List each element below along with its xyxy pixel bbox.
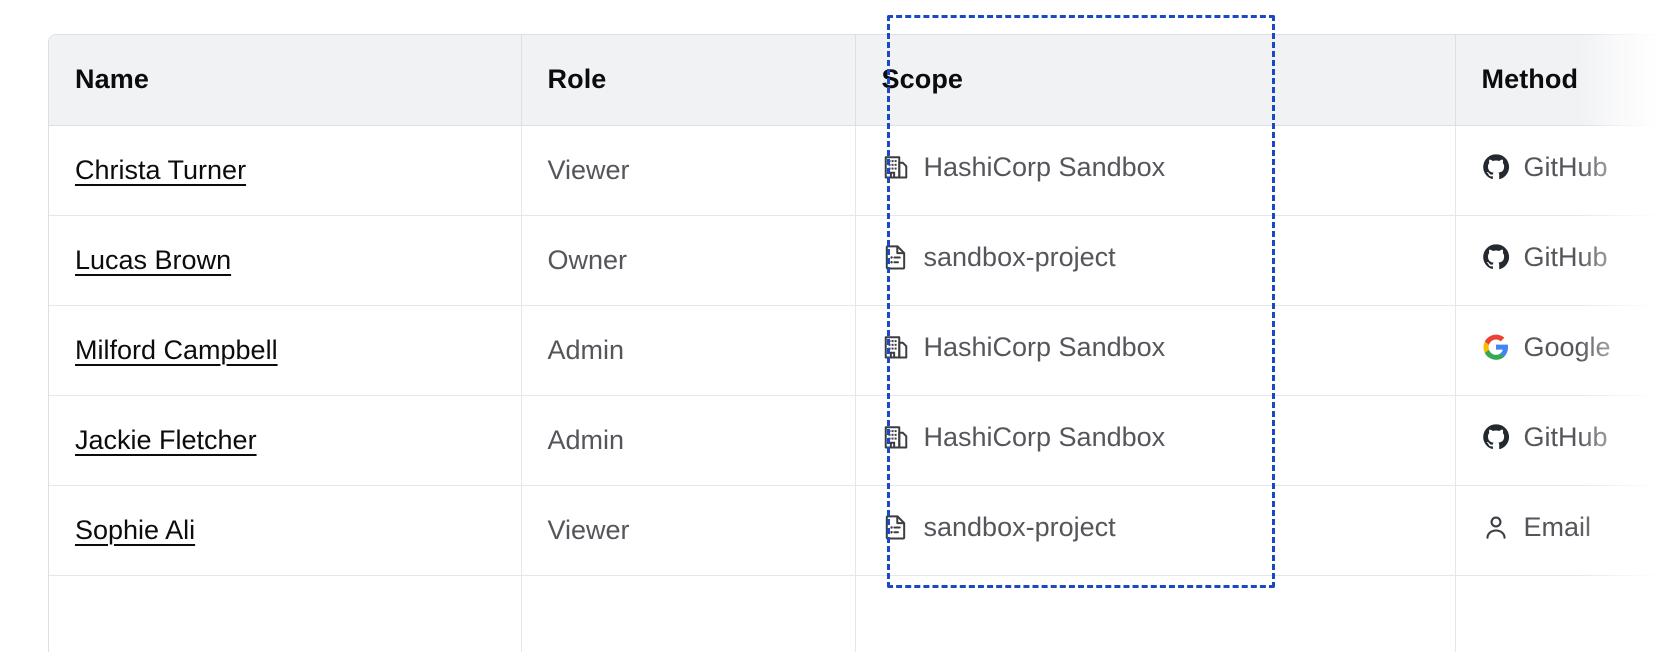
cell-role: Admin: [521, 395, 856, 486]
github-icon: [1482, 243, 1510, 271]
table-row[interactable]: Lucas Brown Owner sandbox-project GitHub: [49, 215, 1672, 306]
user-name-link[interactable]: Sophie Ali: [75, 514, 196, 545]
cell-method: GitHub: [1455, 125, 1672, 216]
method-label: Email: [1523, 511, 1592, 542]
column-header-scope[interactable]: Scope: [855, 35, 1456, 126]
user-name-link[interactable]: Christa Turner: [75, 154, 247, 185]
cell-scope: sandbox-project: [855, 485, 1456, 576]
cell-role: Admin: [521, 305, 856, 396]
scope-label: HashiCorp Sandbox: [923, 151, 1166, 182]
table-row[interactable]: [49, 575, 1672, 652]
table-row[interactable]: Christa Turner Viewer HashiCorp Sandbox Git…: [49, 125, 1672, 216]
table-header: Name Role Scope Method: [49, 35, 1672, 126]
cell-scope: HashiCorp Sandbox: [855, 395, 1456, 486]
user-person-icon: [1482, 513, 1510, 541]
cell-role: [521, 575, 856, 652]
cell-name: Christa Turner: [49, 125, 522, 216]
scope-label: HashiCorp Sandbox: [923, 421, 1166, 452]
org-building-icon: [882, 153, 910, 181]
scope-label: sandbox-project: [923, 241, 1116, 272]
cell-scope: sandbox-project: [855, 215, 1456, 306]
column-header-role[interactable]: Role: [521, 35, 856, 126]
cell-scope: HashiCorp Sandbox: [855, 305, 1456, 396]
table-row[interactable]: Jackie Fletcher Admin HashiCorp Sandbox Git…: [49, 395, 1672, 486]
cell-role: Viewer: [521, 125, 856, 216]
cell-method: GitHub: [1455, 395, 1672, 486]
cell-method: Email: [1455, 485, 1672, 576]
cell-name: Milford Campbell: [49, 305, 522, 396]
github-icon: [1482, 423, 1510, 451]
method-label: GitHub: [1523, 151, 1608, 182]
cell-method: [1455, 575, 1672, 652]
column-header-name[interactable]: Name: [49, 35, 522, 126]
table-header-row: Name Role Scope Method: [49, 35, 1672, 126]
org-building-icon: [882, 333, 910, 361]
cell-role: Viewer: [521, 485, 856, 576]
github-icon: [1482, 153, 1510, 181]
google-icon: [1482, 333, 1510, 361]
scope-label: sandbox-project: [923, 511, 1116, 542]
table-row[interactable]: Sophie Ali Viewer sandbox-project Email: [49, 485, 1672, 576]
user-name-link[interactable]: Jackie Fletcher: [75, 424, 257, 455]
cell-name: Sophie Ali: [49, 485, 522, 576]
cell-scope: HashiCorp Sandbox: [855, 125, 1456, 216]
column-header-method[interactable]: Method: [1455, 35, 1672, 126]
cell-method: Google: [1455, 305, 1672, 396]
cell-scope: [855, 575, 1456, 652]
org-building-icon: [882, 423, 910, 451]
project-document-icon: [882, 513, 910, 541]
cell-name: Jackie Fletcher: [49, 395, 522, 486]
user-name-link[interactable]: Lucas Brown: [75, 244, 232, 275]
scope-label: HashiCorp Sandbox: [923, 331, 1166, 362]
cell-name: Lucas Brown: [49, 215, 522, 306]
project-document-icon: [882, 243, 910, 271]
cell-method: GitHub: [1455, 215, 1672, 306]
user-name-link[interactable]: Milford Campbell: [75, 334, 278, 365]
cell-role: Owner: [521, 215, 856, 306]
method-label: GitHub: [1523, 421, 1608, 452]
table-row[interactable]: Milford Campbell Admin HashiCorp Sandbox Go…: [49, 305, 1672, 396]
method-label: GitHub: [1523, 241, 1608, 272]
method-label: Google: [1523, 331, 1611, 362]
cell-name: [49, 575, 522, 652]
